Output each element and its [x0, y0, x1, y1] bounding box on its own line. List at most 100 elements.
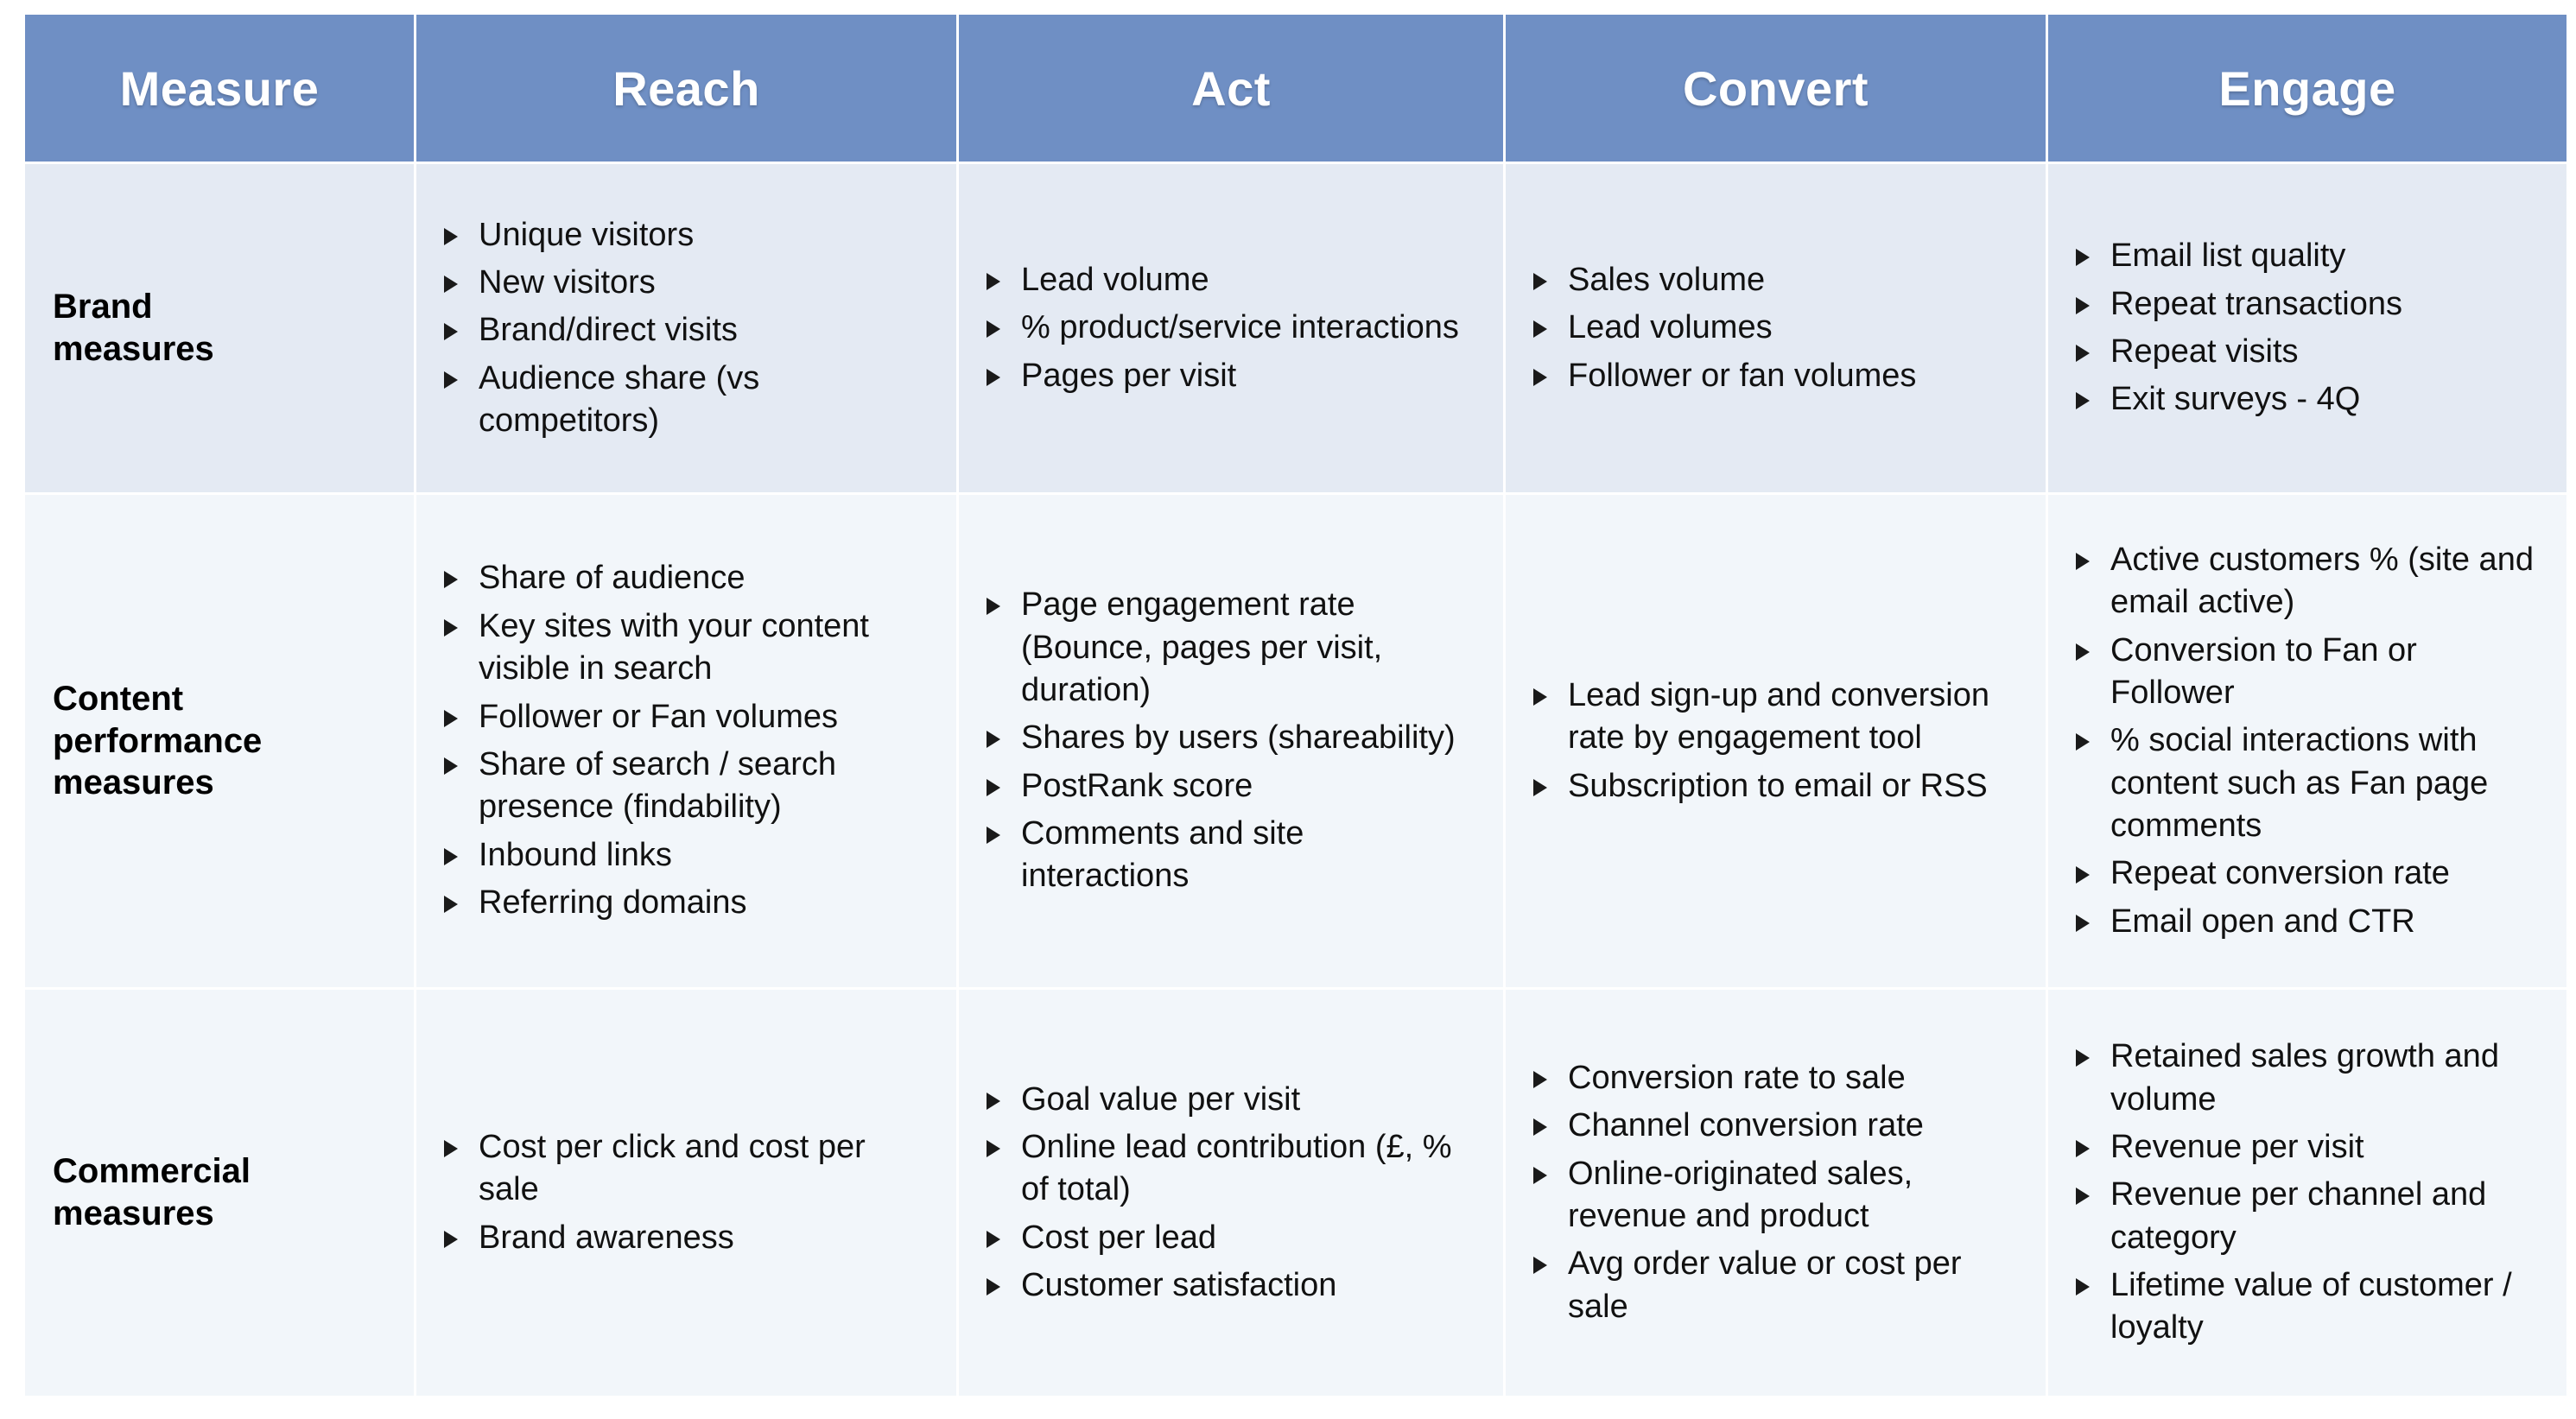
- list-item-label: Conversion rate to sale: [1568, 1059, 1906, 1096]
- list-item: New visitors: [439, 262, 934, 304]
- triangle-bullet-icon: [987, 1139, 1000, 1157]
- cell-commercial-convert: Conversion rate to sale Channel conversi…: [1506, 990, 2046, 1396]
- list-item-label: Brand/direct visits: [479, 312, 738, 349]
- list-item-label: Subscription to email or RSS: [1568, 767, 1988, 804]
- list-item-label: New visitors: [479, 263, 656, 301]
- cell-brand-act: Lead volume % product/service interactio…: [959, 164, 1503, 492]
- list-item-label: Comments and site interactions: [1021, 815, 1304, 895]
- triangle-bullet-icon: [444, 571, 458, 589]
- measure-list: Email list quality Repeat transactions R…: [2048, 235, 2566, 421]
- column-header-engage: Engage: [2048, 15, 2566, 162]
- list-item: Brand awareness: [439, 1217, 934, 1259]
- list-item-label: Follower or fan volumes: [1568, 357, 1917, 394]
- triangle-bullet-icon: [1533, 272, 1547, 290]
- triangle-bullet-icon: [1533, 687, 1547, 706]
- triangle-bullet-icon: [987, 1092, 1000, 1110]
- list-item-label: Avg order value or cost per sale: [1568, 1245, 1962, 1325]
- triangle-bullet-icon: [987, 827, 1000, 845]
- table-header: Measure Reach Act Convert Engage: [25, 15, 2566, 162]
- list-item: Lifetime value of customer / loyalty: [2071, 1264, 2544, 1350]
- table-body: Brand measures Unique visitors New visit…: [25, 164, 2566, 1396]
- list-item: Unique visitors: [439, 214, 934, 257]
- list-item: Share of audience: [439, 557, 934, 599]
- row-label-line: performance: [53, 721, 263, 760]
- list-item: Key sites with your content visible in s…: [439, 605, 934, 691]
- list-item: Conversion rate to sale: [1528, 1057, 2023, 1099]
- list-item: Lead volume: [981, 259, 1481, 301]
- list-item: Revenue per visit: [2071, 1126, 2544, 1169]
- list-item-label: Pages per visit: [1021, 357, 1237, 394]
- triangle-bullet-icon: [444, 227, 458, 245]
- row-label-cell-commercial: Commercial measures: [25, 990, 414, 1396]
- list-item: Online lead contribution (£, % of total): [981, 1126, 1481, 1212]
- triangle-bullet-icon: [444, 1230, 458, 1248]
- list-item-label: Follower or Fan volumes: [479, 698, 839, 735]
- list-item-label: Audience share (vs competitors): [479, 359, 760, 440]
- list-item: Cost per click and cost per sale: [439, 1126, 934, 1212]
- list-item: Email list quality: [2071, 235, 2544, 277]
- list-item: Follower or fan volumes: [1528, 355, 2023, 397]
- list-item: Shares by users (shareability): [981, 717, 1481, 759]
- measure-list: Lead volume % product/service interactio…: [959, 259, 1503, 397]
- list-item-label: Share of search / search presence (finda…: [479, 746, 836, 826]
- column-header-measure: Measure: [25, 15, 414, 162]
- list-item-label: Conversion to Fan or Follower: [2110, 631, 2417, 711]
- list-item: Repeat conversion rate: [2071, 852, 2544, 895]
- measure-list: Goal value per visit Online lead contrib…: [959, 1079, 1503, 1308]
- list-item-label: Unique visitors: [479, 216, 695, 253]
- list-item-label: Brand awareness: [479, 1219, 734, 1256]
- measure-list: Cost per click and cost per sale Brand a…: [416, 1126, 956, 1259]
- triangle-bullet-icon: [2076, 1188, 2090, 1206]
- list-item: Inbound links: [439, 834, 934, 877]
- list-item-label: Repeat conversion rate: [2110, 855, 2450, 892]
- triangle-bullet-icon: [2076, 643, 2090, 661]
- cell-commercial-act: Goal value per visit Online lead contrib…: [959, 990, 1503, 1396]
- list-item: Follower or Fan volumes: [439, 696, 934, 738]
- measure-list: Retained sales growth and volume Revenue…: [2048, 1036, 2566, 1350]
- triangle-bullet-icon: [2076, 296, 2090, 314]
- list-item-label: Channel conversion rate: [1568, 1107, 1924, 1144]
- row-label-line: measures: [53, 1194, 214, 1232]
- cell-brand-engage: Email list quality Repeat transactions R…: [2048, 164, 2566, 492]
- cell-content-engage: Active customers % (site and email activ…: [2048, 495, 2566, 987]
- list-item-label: Goal value per visit: [1021, 1080, 1301, 1118]
- list-item: Customer satisfaction: [981, 1264, 1481, 1307]
- triangle-bullet-icon: [987, 320, 1000, 339]
- triangle-bullet-icon: [987, 1278, 1000, 1296]
- list-item: Subscription to email or RSS: [1528, 765, 2023, 808]
- list-item-label: PostRank score: [1021, 767, 1253, 804]
- list-item-label: Repeat visits: [2110, 333, 2299, 370]
- cell-commercial-engage: Retained sales growth and volume Revenue…: [2048, 990, 2566, 1396]
- triangle-bullet-icon: [1533, 368, 1547, 386]
- list-item: Lead volumes: [1528, 307, 2023, 349]
- list-item: Retained sales growth and volume: [2071, 1036, 2544, 1121]
- triangle-bullet-icon: [1533, 1166, 1547, 1184]
- list-item-label: Online lead contribution (£, % of total): [1021, 1128, 1452, 1208]
- triangle-bullet-icon: [987, 368, 1000, 386]
- list-item-label: Page engagement rate (Bounce, pages per …: [1021, 586, 1383, 708]
- triangle-bullet-icon: [1533, 1257, 1547, 1275]
- measure-list: Share of audience Key sites with your co…: [416, 557, 956, 924]
- list-item: Lead sign-up and conversion rate by enga…: [1528, 675, 2023, 760]
- triangle-bullet-icon: [2076, 866, 2090, 884]
- list-item: Avg order value or cost per sale: [1528, 1243, 2023, 1328]
- triangle-bullet-icon: [444, 757, 458, 775]
- triangle-bullet-icon: [1533, 1118, 1547, 1137]
- list-item: Cost per lead: [981, 1217, 1481, 1259]
- measures-matrix: Measure Reach Act Convert Engage Brand m…: [22, 12, 2566, 1408]
- row-label-brand: Brand measures: [25, 286, 414, 371]
- list-item-label: Lead volume: [1021, 261, 1209, 298]
- list-item-label: Cost per click and cost per sale: [479, 1128, 866, 1208]
- row-label-line: measures: [53, 330, 214, 368]
- cell-content-convert: Lead sign-up and conversion rate by enga…: [1506, 495, 2046, 987]
- list-item: % social interactions with content such …: [2071, 719, 2544, 847]
- measure-list: Sales volume Lead volumes Follower or fa…: [1506, 259, 2046, 397]
- list-item: Repeat transactions: [2071, 283, 2544, 326]
- column-header-act: Act: [959, 15, 1503, 162]
- list-item: % product/service interactions: [981, 307, 1481, 349]
- list-item: Share of search / search presence (finda…: [439, 744, 934, 829]
- cell-content-reach: Share of audience Key sites with your co…: [416, 495, 956, 987]
- triangle-bullet-icon: [2076, 733, 2090, 751]
- list-item: Conversion to Fan or Follower: [2071, 630, 2544, 715]
- triangle-bullet-icon: [2076, 249, 2090, 267]
